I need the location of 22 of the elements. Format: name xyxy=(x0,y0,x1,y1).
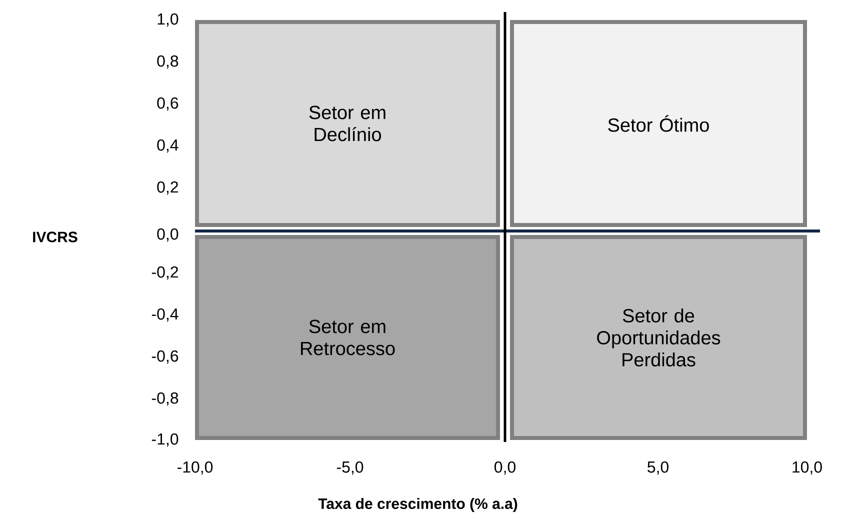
tick-label: -0,6 xyxy=(152,350,178,364)
axis-title: Taxa de crescimento (% a.a) xyxy=(318,498,518,512)
tick-label: 0,0 xyxy=(494,461,516,475)
tick-label: 0,8 xyxy=(157,55,178,69)
quadrant-box: Setor de Oportunidades Perdidas xyxy=(510,235,807,440)
tick-label: -0,4 xyxy=(152,308,178,322)
tick-label: -0,8 xyxy=(152,392,178,406)
tick-label: 0,0 xyxy=(157,228,178,242)
tick-label: 1,0 xyxy=(158,13,178,27)
tick-label: 5,0 xyxy=(648,461,668,475)
tick-label: 10,0 xyxy=(792,461,822,475)
quadrant-box: Setor em Retrocesso xyxy=(195,235,500,440)
tick-label: -0,2 xyxy=(152,266,178,280)
tick-label: 0,4 xyxy=(157,139,178,153)
tick-label: -10,0 xyxy=(177,461,213,475)
quadrant-box: Setor em Declínio xyxy=(195,20,500,227)
tick-label: -1,0 xyxy=(152,433,178,447)
tick-label: 0,6 xyxy=(157,97,178,111)
axis-title: IVCRS xyxy=(33,232,78,242)
tick-label: -5,0 xyxy=(336,461,364,475)
tick-label: 0,2 xyxy=(157,181,178,195)
quadrant-box: Setor Ótimo xyxy=(510,20,807,227)
